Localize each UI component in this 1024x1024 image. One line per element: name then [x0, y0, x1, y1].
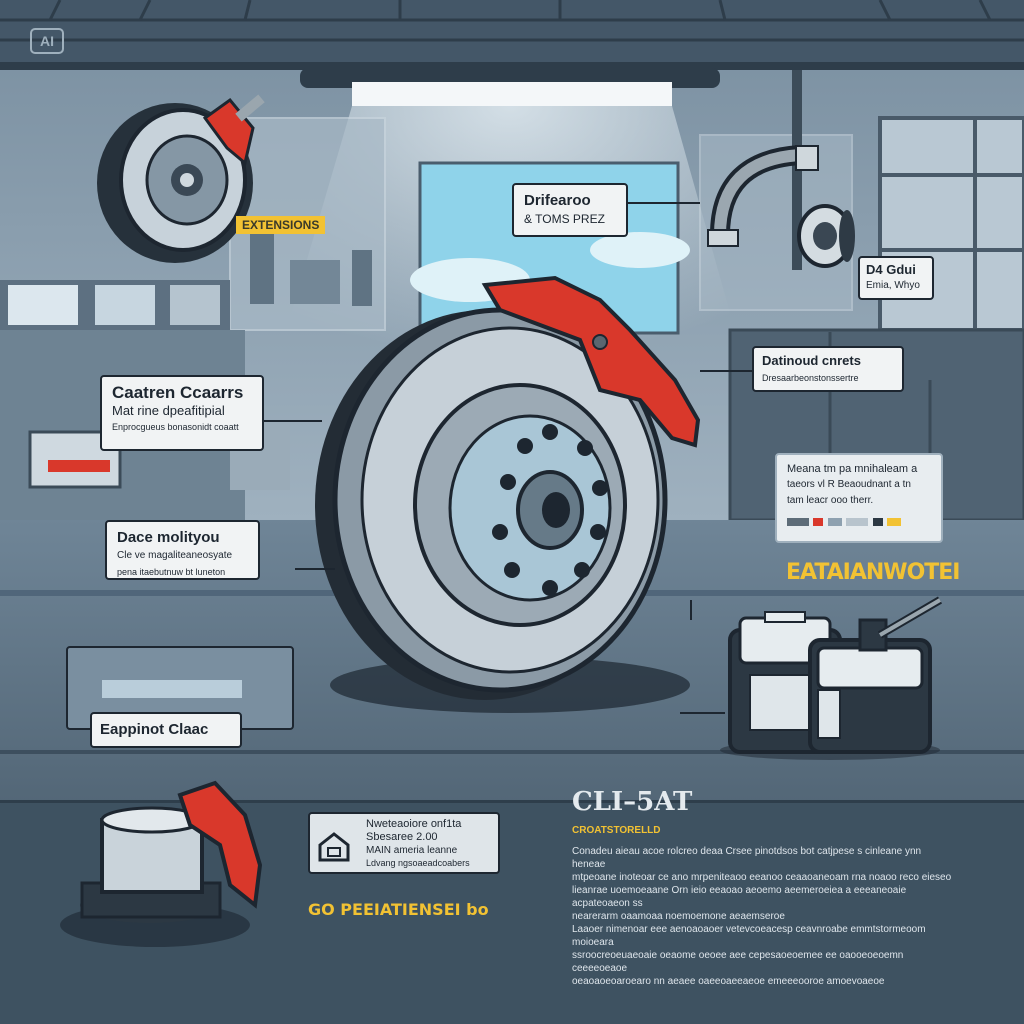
yellow-headline: EATAIANWOTEI — [786, 560, 960, 585]
callout-subtitle: & TOMS PREZ — [524, 212, 605, 226]
body-line: lieanrae uoemoeaane Orn ieio eeaoao aeoe… — [572, 885, 907, 909]
bearing-icon — [797, 204, 855, 268]
callout-top-center: Drifearoo & TOMS PREZ — [512, 183, 628, 237]
callout-title: Drifearoo — [524, 192, 591, 209]
body-line: oeaoaoeoaroearo nn aeaee oaeeoaeeaeoe em… — [572, 976, 885, 987]
leader-line — [262, 420, 322, 422]
callout-title: Caatren Ccaarrs — [112, 383, 244, 402]
callout-line: taeors vl R Beaoudnant a tn — [787, 479, 911, 490]
leader-line — [680, 712, 725, 714]
callout-line: pena itaebutnuw bt luneton — [117, 567, 226, 577]
color-swatch-row — [787, 513, 931, 526]
body-line: nearerarm oaamoaa noemoemone aeaemseroe — [572, 911, 785, 922]
callout-line: tam leacr ooo therr. — [787, 495, 874, 506]
callout-right-top: D4 Gdui Emia, Whyo — [858, 256, 934, 300]
box-line: Ldvang ngsoaeadcoabers — [366, 858, 470, 868]
caliper-icon — [60, 780, 263, 947]
callout-subtitle: Emia, Whyo — [866, 280, 920, 291]
ai-badge: AI — [30, 28, 64, 54]
extensions-tag: EXTENSIONS — [236, 216, 326, 234]
callout-right-info: Meana tm pa mnihaleam a taeors vl R Beao… — [775, 453, 943, 543]
box-line: Sbesaree 2.00 — [366, 831, 438, 843]
callout-line: Meana tm pa mnihaleam a — [787, 463, 918, 475]
callout-title: Datinoud cnrets — [762, 353, 861, 368]
section-title: CLI–5AT — [572, 787, 693, 817]
box-line: MAIN ameria leanne — [366, 845, 458, 856]
callout-left-top: Caatren Ccaarrs Mat rine dpeafitipial En… — [100, 375, 264, 451]
house-icon — [318, 832, 350, 862]
leader-line — [295, 568, 335, 570]
callout-title: Eappinot Claac — [100, 721, 209, 738]
box-line: Nweteaoiore onf1ta — [366, 818, 462, 830]
main-brake-disc-icon — [315, 275, 701, 713]
callout-subtitle: Dresaarbeonstonssertre — [762, 373, 859, 383]
body-line: mtpeoane inoteoar ce ano mrpeniteaoo eea… — [572, 872, 952, 883]
callout-title: Dace molityou — [117, 529, 220, 546]
hose-icon — [707, 145, 819, 247]
callout-right-middle: Datinoud cnrets Dresaarbeonstonssertre — [752, 346, 904, 392]
ai-badge-label: AI — [40, 33, 54, 49]
leader-line — [690, 600, 692, 620]
callout-line: Cle ve magaliteaneosyate — [117, 550, 233, 561]
leader-line — [700, 370, 752, 372]
callout-line: Mat rine dpeafitipial — [112, 403, 225, 418]
body-line: ssroocreoeuaeoaie oeaome oeoee aee cepes… — [572, 950, 904, 974]
yellow-bottom-headline: GO PEEIATIENSEI bo — [308, 900, 489, 919]
body-line: Laaoer nimenoar eee aenoaoaoer vetevcoea… — [572, 924, 926, 948]
section-subtitle: CROATSTORELLD — [572, 825, 661, 836]
callout-title: D4 Gdui — [866, 262, 916, 277]
brake-disc-icon — [97, 94, 265, 263]
leader-line — [628, 202, 700, 204]
callout-left-bottom: Eappinot Claac — [90, 712, 242, 748]
fluid-bottle-icon — [720, 596, 943, 760]
callout-box-bottom: Nweteaoiore onf1ta Sbesaree 2.00 MAIN am… — [308, 812, 500, 874]
callout-line: Enprocgueus bonasonidt coaatt — [112, 422, 239, 432]
body-text: Conadeu aieau acoe rolcreo deaa Crsee pi… — [572, 845, 952, 988]
callout-left-middle: Dace molityou Cle ve magaliteaneosyate p… — [105, 520, 260, 580]
body-line: Conadeu aieau acoe rolcreo deaa Crsee pi… — [572, 846, 922, 870]
